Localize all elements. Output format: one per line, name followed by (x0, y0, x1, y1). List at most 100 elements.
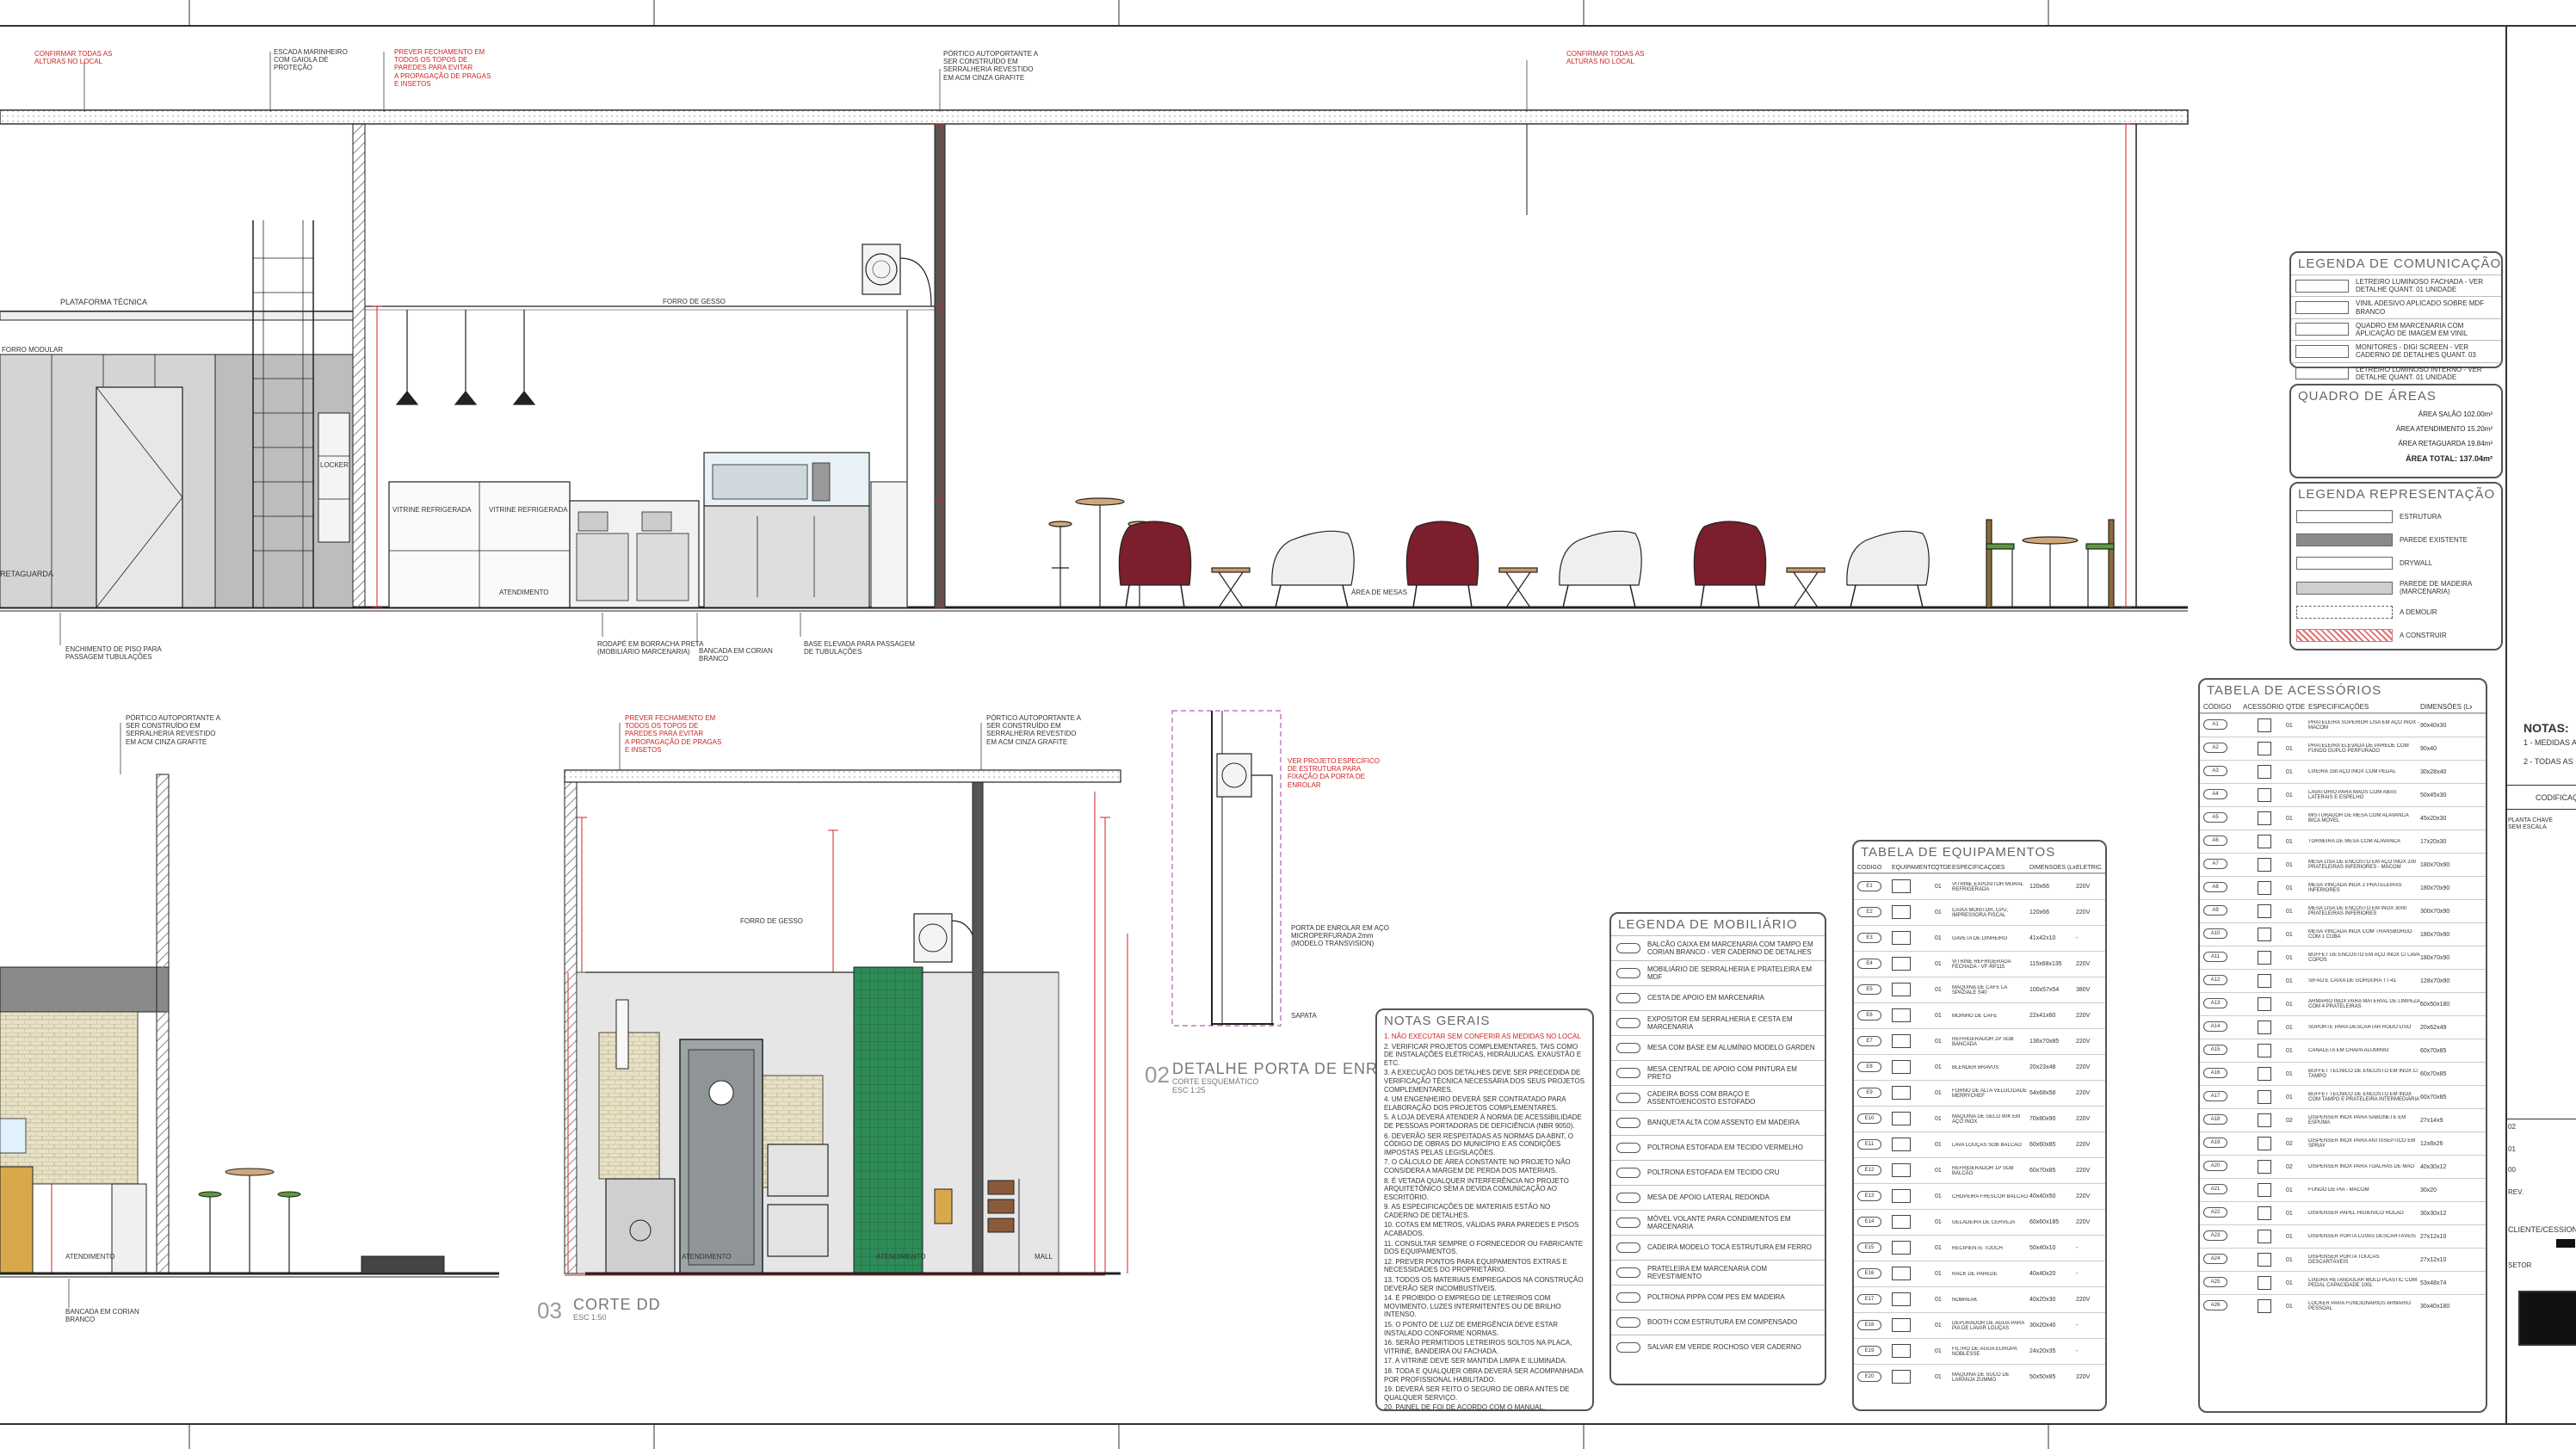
equipment-symbol-icon (1892, 1059, 1935, 1076)
equipment-qty: 01 (1935, 909, 1942, 916)
equipment-dim: 54x68x58 (2029, 1090, 2056, 1096)
equipment-electric: 220V (2076, 961, 2091, 967)
furniture-legend-row: PRATELEIRA EM MARCENARIA COM REVESTIMENT… (1611, 1260, 1825, 1285)
furniture-legend-row: POLTRONA ESTOFADA EM TECIDO VERMELHO (1611, 1135, 1825, 1160)
equipment-code-badge: E1 (1857, 880, 1881, 891)
label-rodape: RODAPÉ EM BORRACHA PRETA (MOBILIÁRIO MAR… (597, 640, 704, 657)
elevation-lower-left (0, 774, 499, 1278)
equipment-symbol-box (1892, 1292, 1911, 1306)
accessory-symbol-box (2258, 1090, 2271, 1104)
accessory-code-cell: A3 (2203, 766, 2243, 778)
comm-legend-swatch (2295, 323, 2349, 336)
equipment-symbol-icon (1892, 1266, 1935, 1282)
area-row: ÁREA SALÃO 102.00m² (2418, 410, 2493, 418)
general-note-item: 6. DEVERÃO SER RESPEITADAS AS NORMAS DA … (1384, 1131, 1573, 1156)
accessory-dim: 40x30x12 (2420, 1163, 2447, 1170)
equipment-dim: 136x70x85 (2029, 1039, 2060, 1045)
furniture-legend-row: BANQUETA ALTA COM ASSENTO EM MADEIRA (1611, 1110, 1825, 1135)
equipment-qty: 01 (1935, 1271, 1942, 1277)
furniture-code-badge (1616, 1267, 1640, 1278)
accessory-qty: 01 (2286, 1303, 2293, 1310)
furniture-legend-row: EXPOSITOR EM SERRALHERIA E CESTA EM MARC… (1611, 1010, 1825, 1035)
comm-legend-row: MONITORES - DIGI SCREEN - VER CADERNO DE… (2291, 340, 2501, 361)
accessory-code-cell: A22 (2203, 1207, 2243, 1219)
accessory-spec: DISPENSER INOX PARA TOALHAS DE MÃO (2308, 1164, 2415, 1169)
equipment-dim: 41x42x10 (2029, 935, 2056, 941)
equipment-dim: 40x40x20 (2029, 1271, 2056, 1277)
furniture-legend-title: LEGENDA DE MOBILIÁRIO (1618, 917, 1798, 932)
equipment-symbol-icon (1892, 904, 1935, 921)
accessory-symbol-box (2258, 1020, 2271, 1034)
accessory-qty: 01 (2286, 861, 2293, 868)
equipment-code-badge: E12 (1857, 1164, 1881, 1175)
accessory-symbol-box (2258, 928, 2271, 941)
equipment-code-cell: E4 (1857, 958, 1892, 971)
label-forro-modular: FORRO MODULAR (2, 346, 64, 354)
accessory-symbol-icon (2243, 951, 2286, 965)
legend-visual-communication: LEGENDA DE COMUNICAÇÃO VISUAL LETREIRO L… (2289, 251, 2503, 381)
comm-legend-swatch (2295, 279, 2349, 293)
accessory-code-cell: A16 (2203, 1068, 2243, 1080)
accessory-dim: 53x48x74 (2420, 1279, 2447, 1286)
accessory-code-badge: A10 (2203, 928, 2227, 939)
accessory-symbol-icon (2243, 811, 2286, 825)
accessory-symbol-box (2258, 1230, 2271, 1243)
accessory-spec: SIFÃO E CAIXA DE GORDURA TT-41 (2308, 978, 2397, 983)
equipment-code-badge: E3 (1857, 932, 1881, 943)
accessory-code-cell: A12 (2203, 975, 2243, 987)
accessory-symbol-box (2258, 1044, 2271, 1057)
accessory-qty: 01 (2286, 977, 2293, 984)
accessory-spec: ARMÁRIO INOX PARA MATERIAL DE LIMPEZA CO… (2308, 999, 2420, 1009)
equipment-dim: 22x41x60 (2029, 1013, 2056, 1019)
furniture-code-badge (1616, 1342, 1640, 1353)
accessory-code-badge: A25 (2203, 1277, 2227, 1287)
equipment-electric: 220V (2076, 884, 2091, 890)
equipment-symbol-box (1892, 982, 1911, 996)
equipment-electric: 220V (2076, 1297, 2091, 1303)
equipment-spec: MÁQUINA DE CAFÉ LA SPAZIALE S40 (1952, 984, 2008, 996)
equipment-spec: BLENDER BRAVUS (1952, 1064, 1999, 1070)
rep-legend-text: A DEMOLIR (2400, 608, 2437, 617)
accessory-spec: TORNEIRA DE MESA COM ALAVANCA (2308, 839, 2401, 844)
label-atendimento-corte: ATENDIMENTO (682, 1253, 732, 1261)
equipment-spec: DEPURADOR DE ÁGUA PARA PIA DE LAVAR LOUÇ… (1952, 1320, 2024, 1331)
tb-rev-02: 02 (2508, 1123, 2516, 1131)
equipment-electric: 220V (2076, 1219, 2091, 1225)
equipment-qty: 01 (1935, 1039, 1942, 1045)
equipment-dim: 50x40x10 (2029, 1245, 2056, 1251)
accessory-code-cell: A24 (2203, 1254, 2243, 1266)
rep-legend-text: PAREDE DE MADEIRA (MARCENARIA) (2400, 580, 2472, 596)
accessory-qty: 01 (2286, 1210, 2293, 1217)
equipment-qty: 01 (1935, 1090, 1942, 1096)
accessory-code-badge: A26 (2203, 1300, 2227, 1310)
accessory-symbol-icon (2243, 1206, 2286, 1220)
equipment-spec: MÁQUINA DE SUCO DE LARANJA ZUMMO (1952, 1372, 2010, 1383)
equipment-dim: 100x57x54 (2029, 987, 2060, 993)
accessory-code-badge: A4 (2203, 789, 2227, 799)
equipment-symbol-icon (1892, 1317, 1935, 1334)
equipment-symbol-icon (1892, 1240, 1935, 1256)
equipment-code-badge: E17 (1857, 1293, 1881, 1304)
accessory-symbol-icon (2243, 1183, 2286, 1197)
furniture-legend-row: MOBILIÁRIO DE SERRALHERIA E PRATELEIRA E… (1611, 960, 1825, 985)
accessory-qty: 01 (2286, 1233, 2293, 1240)
general-note-item: 3. A EXECUÇÃO DOS DETALHES DEVE SER PREC… (1384, 1069, 1585, 1094)
accessory-qty: 02 (2286, 1117, 2293, 1124)
equipment-code-cell: E3 (1857, 932, 1892, 945)
accessory-symbol-box (2258, 1113, 2271, 1127)
accessory-symbol-box (2258, 1160, 2271, 1174)
accessory-qty: 01 (2286, 931, 2293, 938)
equipment-spec: GAVETA DE DINHEIRO (1952, 935, 2008, 941)
